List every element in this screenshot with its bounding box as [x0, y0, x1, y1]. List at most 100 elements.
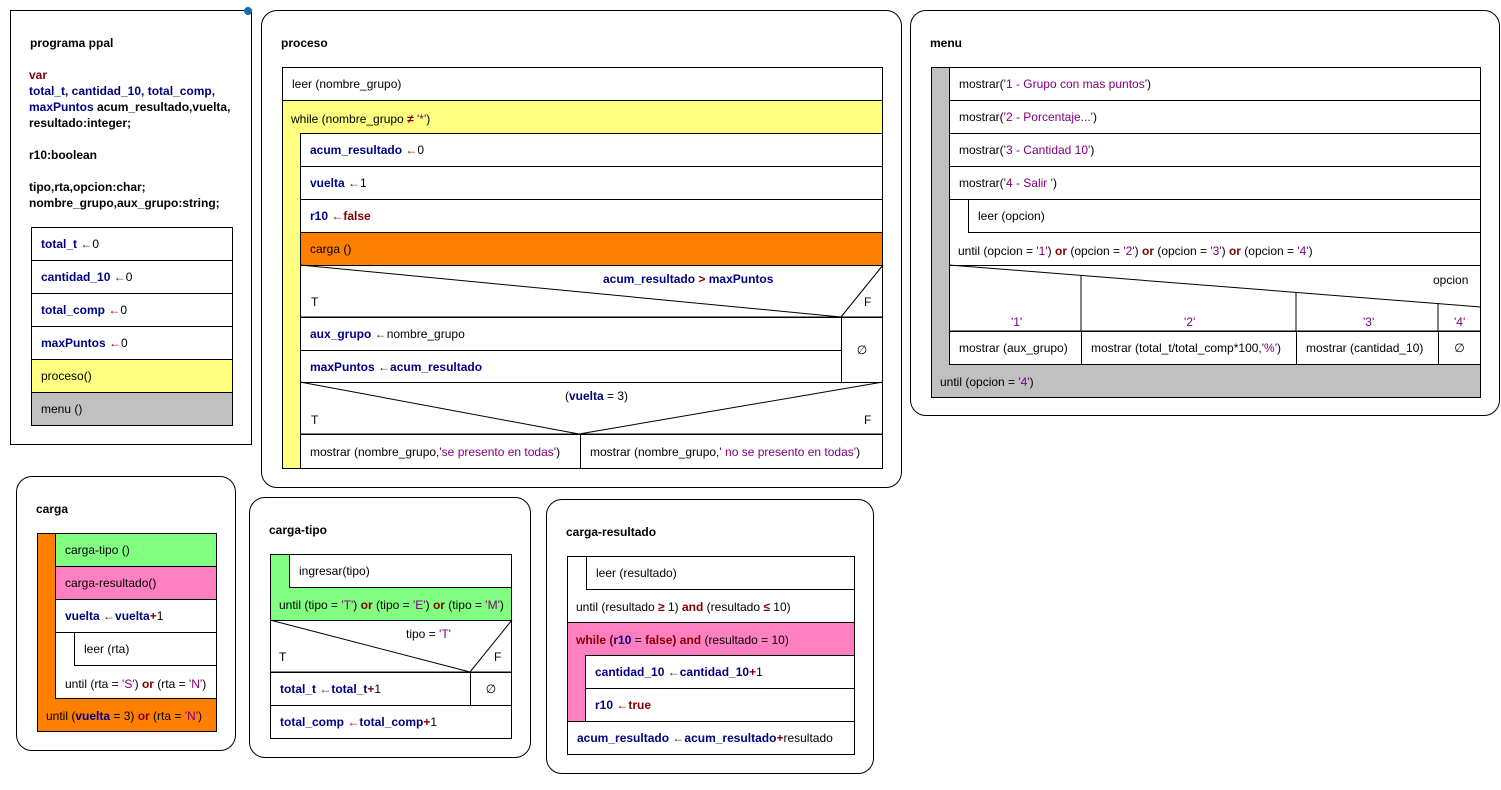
decl-line: r10:boolean — [29, 148, 98, 162]
value: nombre_grupo — [386, 327, 465, 341]
read-step[interactable]: leer (resultado) — [586, 556, 855, 590]
or-keyword: or — [1228, 244, 1241, 258]
var-name: r10 — [613, 633, 632, 647]
text: mostrar( — [959, 77, 1004, 91]
output-step[interactable]: mostrar('1 - Grupo con mas puntos') — [949, 67, 1481, 101]
text: ) — [134, 677, 142, 691]
until-condition: until (resultado ≥ 1) and (resultado ≤ 1… — [576, 600, 791, 614]
true-label: T — [279, 650, 287, 664]
true-label: T — [311, 413, 319, 427]
text: (opcion = — [1153, 244, 1211, 258]
output-step-true[interactable]: mostrar (nombre_grupo,'se presento en to… — [300, 434, 581, 469]
increment-step[interactable]: total_t ←total_t +1 — [270, 672, 471, 706]
case-action-empty: ∅ — [1438, 331, 1481, 365]
text: 10) — [769, 600, 791, 614]
assign-arrow: ← — [80, 237, 93, 251]
text: until (tipo = — [279, 598, 342, 612]
operator: + — [423, 715, 431, 729]
text: ) — [1221, 244, 1229, 258]
var-name: vuelta — [65, 609, 100, 623]
value: 0 — [417, 143, 425, 157]
assign-step[interactable]: acum_resultado ←acum_resultado + resulta… — [567, 721, 855, 755]
text: until (opcion = — [958, 244, 1037, 258]
output-step[interactable]: mostrar('4 - Salir ') — [949, 166, 1481, 200]
assign-arrow: ← — [108, 303, 121, 317]
output-step[interactable]: mostrar('3 - Cantidad 10') — [949, 133, 1481, 167]
var-name: acum_resultado — [577, 731, 670, 745]
call-carga-tipo[interactable]: carga-tipo () — [55, 533, 217, 567]
call-carga-step[interactable]: carga () — [300, 232, 883, 266]
assign-step[interactable]: vuelta ← 1 — [300, 166, 883, 200]
assign-arrow: ← — [348, 176, 361, 190]
string-literal: 'se presento en todas' — [439, 444, 557, 459]
not-equal-op: ≠ — [407, 112, 414, 126]
text: ) — [1047, 244, 1055, 258]
call-proceso-step[interactable]: proceso() — [31, 359, 233, 393]
case-label: '2' — [1184, 315, 1196, 329]
increment-step[interactable]: cantidad_10 ←cantidad_10 +1 — [585, 655, 855, 689]
text: mostrar (total_t/total_comp*100, — [1091, 341, 1262, 355]
text: ) — [1052, 176, 1057, 190]
text: ) — [425, 598, 433, 612]
decl-line: resultado:integer; — [29, 116, 132, 130]
text: mostrar (aux_grupo) — [959, 341, 1068, 355]
text: (tipo = — [372, 598, 413, 612]
string-literal: 'N' — [188, 677, 203, 691]
read-step[interactable]: leer (rta) — [74, 632, 217, 666]
decl-line: nombre_grupo,aux_grupo:string; — [29, 196, 220, 210]
text: until (rta = — [65, 677, 123, 691]
assign-step[interactable]: acum_resultado ← 0 — [300, 133, 883, 167]
value: 1 — [156, 609, 164, 623]
assign-arrow: ← — [331, 209, 344, 223]
assign-step[interactable]: total_t ← 0 — [31, 227, 233, 261]
text: ) — [1090, 143, 1095, 157]
text: ) — [426, 112, 431, 126]
assign-step[interactable]: maxPuntos ← 0 — [31, 326, 233, 360]
false-label: F — [494, 650, 502, 664]
output-step-false[interactable]: mostrar (nombre_grupo,' no se presento e… — [580, 434, 883, 469]
value: true — [628, 698, 652, 712]
empty-branch: ∅ — [470, 672, 512, 706]
input-step[interactable]: ingresar(tipo) — [289, 554, 512, 588]
panel-title: menu — [930, 36, 963, 50]
panel-carga-tipo: carga-tipo ingresar(tipo) until (tipo = … — [249, 497, 531, 758]
var-name: total_t — [41, 237, 77, 251]
text: ) — [1092, 110, 1097, 124]
until-condition: until (opcion = '1') or (opcion = '2') o… — [958, 244, 1313, 258]
assign-step[interactable]: r10 ←false — [300, 199, 883, 233]
empty-set-icon: ∅ — [1454, 341, 1465, 355]
var-name: total_comp — [280, 715, 345, 729]
assign-step[interactable]: cantidad_10 ← 0 — [31, 260, 233, 294]
value: 3) — [617, 389, 629, 403]
assign-step[interactable]: maxPuntos ←acum_resultado — [300, 350, 842, 383]
decl-line: total_t, cantidad_10, total_comp, — [29, 84, 216, 98]
text: = — [603, 389, 618, 403]
operator: + — [367, 682, 375, 696]
read-step[interactable]: leer (opcion) — [968, 199, 1481, 233]
value: 1 — [360, 176, 367, 190]
assign-step[interactable]: aux_grupo ← nombre_grupo — [300, 317, 842, 351]
assign-arrow: ← — [347, 715, 360, 729]
case-action[interactable]: mostrar (aux_grupo) — [949, 331, 1082, 365]
empty-set-icon: ∅ — [856, 343, 868, 357]
case-action[interactable]: mostrar (cantidad_10) — [1296, 331, 1439, 365]
panel-carga-resultado: carga-resultado leer (resultado) until (… — [546, 499, 874, 774]
assign-arrow: ← — [667, 665, 680, 679]
if-header-diagonals — [269, 619, 513, 673]
assign-step[interactable]: r10 ←true — [585, 688, 855, 722]
increment-step[interactable]: total_comp ←total_comp + 1 — [270, 705, 512, 739]
if-condition: (vuelta = 3) — [565, 389, 628, 403]
value: 0 — [120, 303, 128, 317]
false-label: F — [864, 295, 872, 309]
decl-line: acum_resultado,vuelta, — [93, 100, 231, 114]
output-step[interactable]: mostrar('2 - Porcentaje...') — [949, 100, 1481, 134]
assign-step[interactable]: total_comp ← 0 — [31, 293, 233, 327]
call-carga-resultado[interactable]: carga-resultado() — [55, 566, 217, 600]
var-name: vuelta — [569, 389, 604, 403]
increment-step[interactable]: vuelta ←vuelta + 1 — [55, 599, 217, 633]
read-step[interactable]: leer (nombre_grupo) — [282, 67, 883, 101]
call-menu-step[interactable]: menu () — [31, 392, 233, 426]
operator: ≥ — [658, 600, 665, 614]
case-action[interactable]: mostrar (total_t/total_comp*100,'%') — [1081, 331, 1297, 365]
until-outer-condition: until (vuelta = 3) or (rta = 'N') — [46, 709, 202, 723]
